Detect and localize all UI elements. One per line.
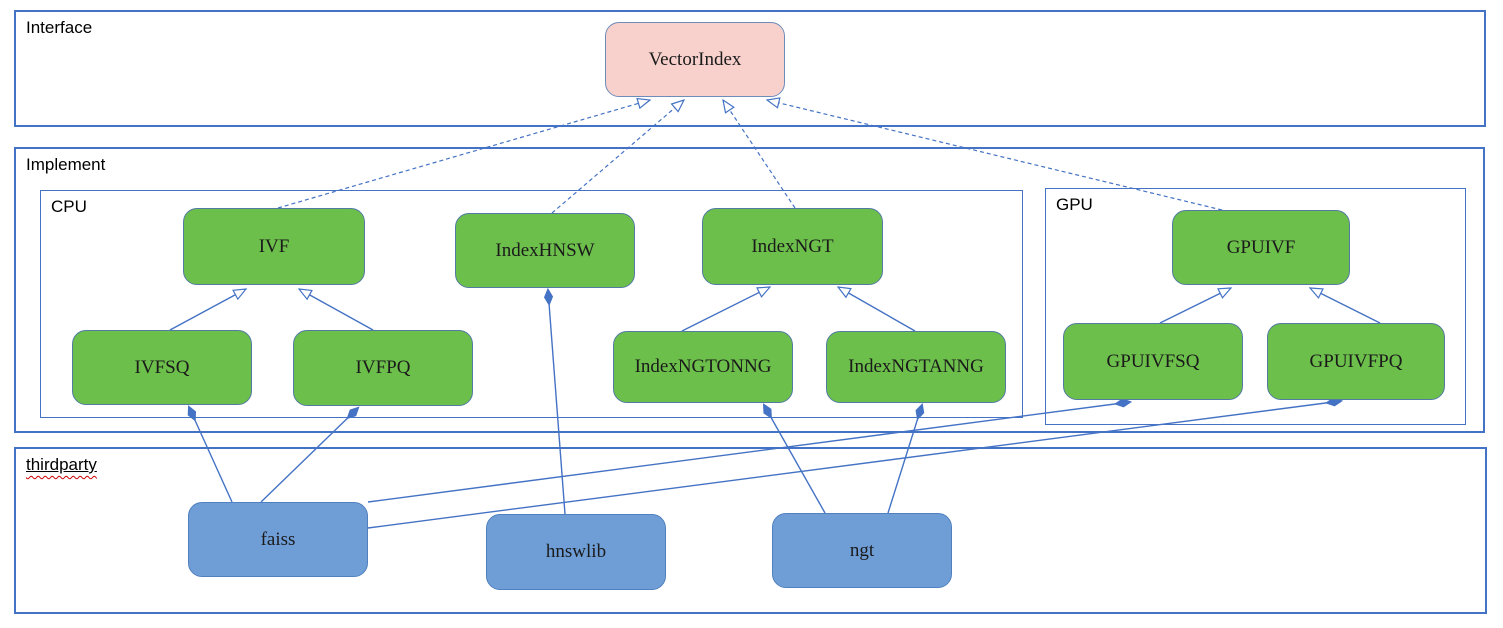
edge-faiss-to-gpuivfsq [367, 402, 1130, 503]
node-indexngtanng: IndexNGTANNG [826, 331, 1006, 403]
container-thirdparty-label: thirdparty [26, 455, 97, 475]
node-ivf-label: IVF [258, 235, 290, 257]
node-indexngtanng-label: IndexNGTANNG [848, 356, 984, 377]
node-ngt-label: ngt [849, 539, 875, 561]
node-ivfpq: IVFPQ [293, 330, 473, 406]
node-gpuivf-label: GPUIVF [1226, 236, 1296, 258]
container-cpu-label: CPU [51, 197, 87, 216]
container-gpu-label: GPU [1056, 195, 1093, 214]
node-faiss-label: faiss [260, 528, 296, 550]
container-cpu: CPU [40, 190, 1023, 418]
node-indexhnsw: IndexHNSW [455, 213, 635, 288]
edge-faiss-to-ivfsq [189, 407, 233, 503]
container-gpu: GPU [1045, 188, 1466, 425]
container-interface: Interface [14, 10, 1486, 127]
node-hnswlib-label: hnswlib [545, 541, 607, 562]
node-ngt: ngt [772, 513, 952, 588]
node-indexngt: IndexNGT [702, 208, 883, 285]
node-indexngtonng-label: IndexNGTONNG [634, 356, 772, 377]
node-gpuivfpq: GPUIVFPQ [1267, 323, 1445, 400]
node-indexngt-label: IndexNGT [751, 235, 834, 257]
edge-indexngt-to-vectorindex [723, 100, 796, 209]
edge-ivfpq-to-ivf [299, 289, 374, 331]
edge-gpuivf-to-vectorindex [767, 100, 1223, 211]
node-vectorindex: VectorIndex [605, 22, 785, 97]
node-gpuivfpq-label: GPUIVFPQ [1309, 350, 1403, 372]
edge-ivf-to-vectorindex [277, 100, 650, 209]
edge-faiss-to-gpuivfpq [367, 401, 1341, 529]
edge-gpuivfpq-to-gpuivf [1310, 288, 1381, 324]
edge-indexngtanng-to-indexngt [838, 287, 916, 332]
node-ivfsq: IVFSQ [72, 330, 252, 405]
edge-hnswlib-to-indexhnsw [548, 290, 566, 515]
node-hnswlib: hnswlib [486, 514, 666, 590]
edge-faiss-to-ivfpq [260, 408, 358, 503]
node-gpuivf: GPUIVF [1172, 210, 1350, 285]
container-thirdparty: thirdparty [14, 447, 1487, 614]
container-thirdparty-label-text: thirdparty [26, 455, 97, 474]
node-gpuivfsq-label: GPUIVFSQ [1106, 350, 1200, 372]
edge-indexhnsw-to-vectorindex [551, 100, 684, 214]
node-indexngtonng: IndexNGTONNG [613, 331, 793, 403]
edge-gpuivfsq-to-gpuivf [1159, 288, 1231, 324]
container-interface-label: Interface [26, 18, 93, 37]
node-gpuivfsq: GPUIVFSQ [1063, 323, 1243, 400]
node-ivfsq-label: IVFSQ [134, 356, 190, 378]
edge-indexngtonng-to-indexngt [681, 287, 770, 332]
node-faiss: faiss [188, 502, 368, 577]
node-ivfpq-label: IVFPQ [355, 357, 411, 378]
container-implement-label: Implement [26, 155, 106, 174]
edge-ngt-to-indexngtanng [887, 405, 922, 514]
node-vectorindex-label: VectorIndex [648, 48, 742, 70]
edge-ivfsq-to-ivf [169, 289, 246, 331]
node-ivf: IVF [183, 208, 365, 285]
container-implement: Implement [14, 147, 1485, 433]
node-indexhnsw-label: IndexHNSW [495, 239, 595, 261]
edge-ngt-to-indexngtonng [764, 405, 826, 514]
